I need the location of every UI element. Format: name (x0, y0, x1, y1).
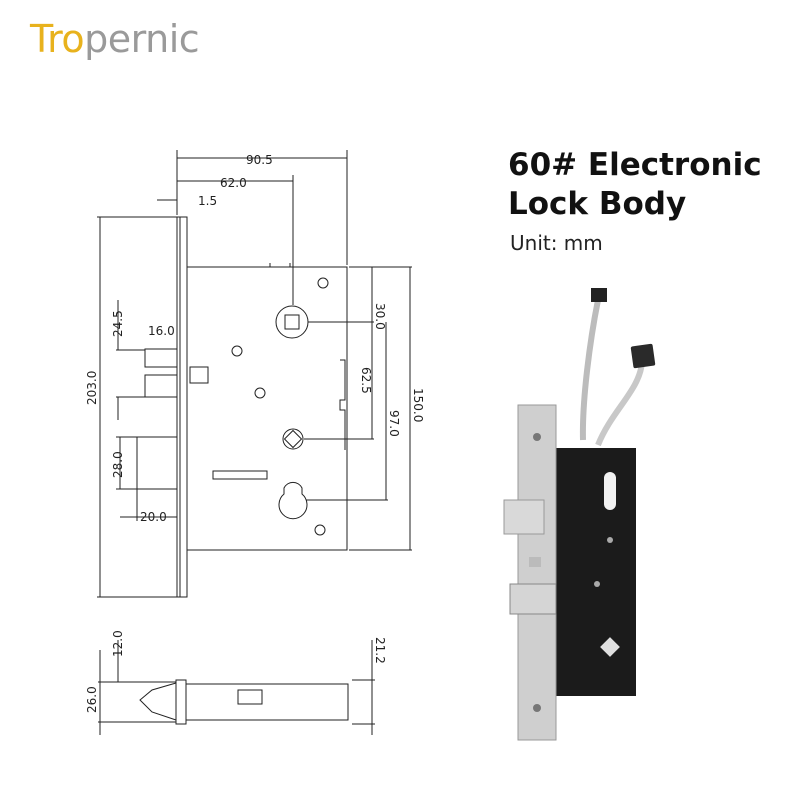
unit-label: Unit: mm (510, 231, 603, 255)
deadbolt-outline (136, 436, 178, 490)
wire-1 (579, 299, 601, 441)
dim-deadbolt-height: 28.0 (111, 451, 125, 478)
cylinder-cutout (604, 472, 616, 510)
latch (509, 583, 557, 615)
dim-inner-width: 62.0 (220, 176, 247, 190)
product-title-line2: Lock Body (508, 186, 687, 222)
dim-overall-width: 90.5 (246, 153, 273, 167)
wire-connector-1 (591, 288, 607, 302)
dim-deadbolt-projection: 20.0 (140, 510, 167, 524)
wire-connector-2 (630, 343, 656, 369)
body-case (552, 448, 636, 696)
dim-side-top: 12.0 (111, 630, 125, 657)
brand-logo: Tropernic (30, 17, 200, 61)
dim-top-to-cylinder: 97.0 (387, 410, 401, 437)
dim-top-to-spindle: 30.0 (373, 303, 387, 330)
side-view-case (185, 683, 349, 721)
dim-case-height: 150.0 (411, 388, 425, 422)
cylinder-hole (278, 481, 308, 520)
wire-2 (595, 361, 645, 447)
dim-side-width: 26.0 (85, 686, 99, 713)
latch-outline (144, 348, 178, 368)
brand-logo-part2: pernic (84, 17, 200, 61)
case-outline (186, 266, 348, 551)
product-title: 60# Electronic Lock Body (508, 146, 788, 224)
dim-latch-offset: 24.5 (111, 310, 125, 337)
dim-spindle-to-cylinder: 62.5 (359, 367, 373, 394)
dim-faceplate-height: 203.0 (85, 371, 99, 405)
dim-faceplate-offset: 1.5 (198, 194, 217, 208)
square-spindle (600, 637, 620, 657)
dim-side-depth: 21.2 (373, 637, 387, 664)
body-faceplate (517, 404, 557, 741)
deadbolt (503, 499, 545, 535)
product-title-line1: 60# Electronic (508, 147, 762, 183)
brand-logo-part1: Tro (30, 17, 85, 61)
dim-latch-projection: 16.0 (148, 324, 175, 338)
